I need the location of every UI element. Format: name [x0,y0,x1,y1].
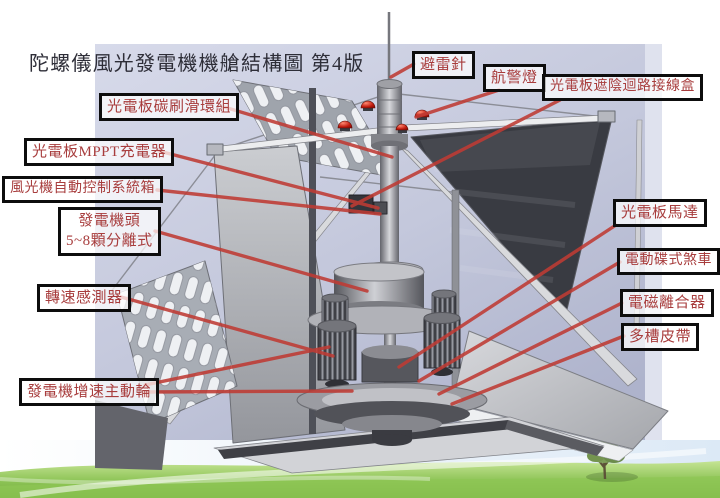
label-magnetic-clutch: 電磁離合器 [620,289,714,318]
label-multi-groove-belt: 多槽皮帶 [621,323,700,352]
label-control-box: 風光機自動控制系統箱 [2,176,163,203]
label-generator-head-line1: 發電機頭 [78,213,141,229]
grass-landscape [0,440,720,498]
label-speed-sensor: 轉速感測器 [37,284,131,313]
label-pv-motor: 光電板馬達 [613,199,707,228]
label-generator-head-line2: 5~8顆分離式 [66,233,153,250]
label-lightning-rod: 避雷針 [412,51,475,80]
diagram-title: 陀螺儀風光發電機機艙結構圖 第4版 [29,53,365,75]
label-mppt-charger: 光電板MPPT充電器 [24,138,175,167]
label-drive-wheel: 發電機增速主動輪 [19,378,160,407]
label-disc-brake: 電動碟式煞車 [617,248,720,275]
label-generator-head: 發電機頭 5~8顆分離式 [58,207,161,256]
label-aviation-light: 航警燈 [483,64,546,93]
label-slip-ring: 光電板碳刷滑環組 [99,93,240,122]
warning-lights [337,100,430,133]
label-shade-junction-box: 光電板遮陰迴路接線盒 [542,74,703,101]
generator-core [296,261,488,446]
leader-lines [119,62,626,406]
